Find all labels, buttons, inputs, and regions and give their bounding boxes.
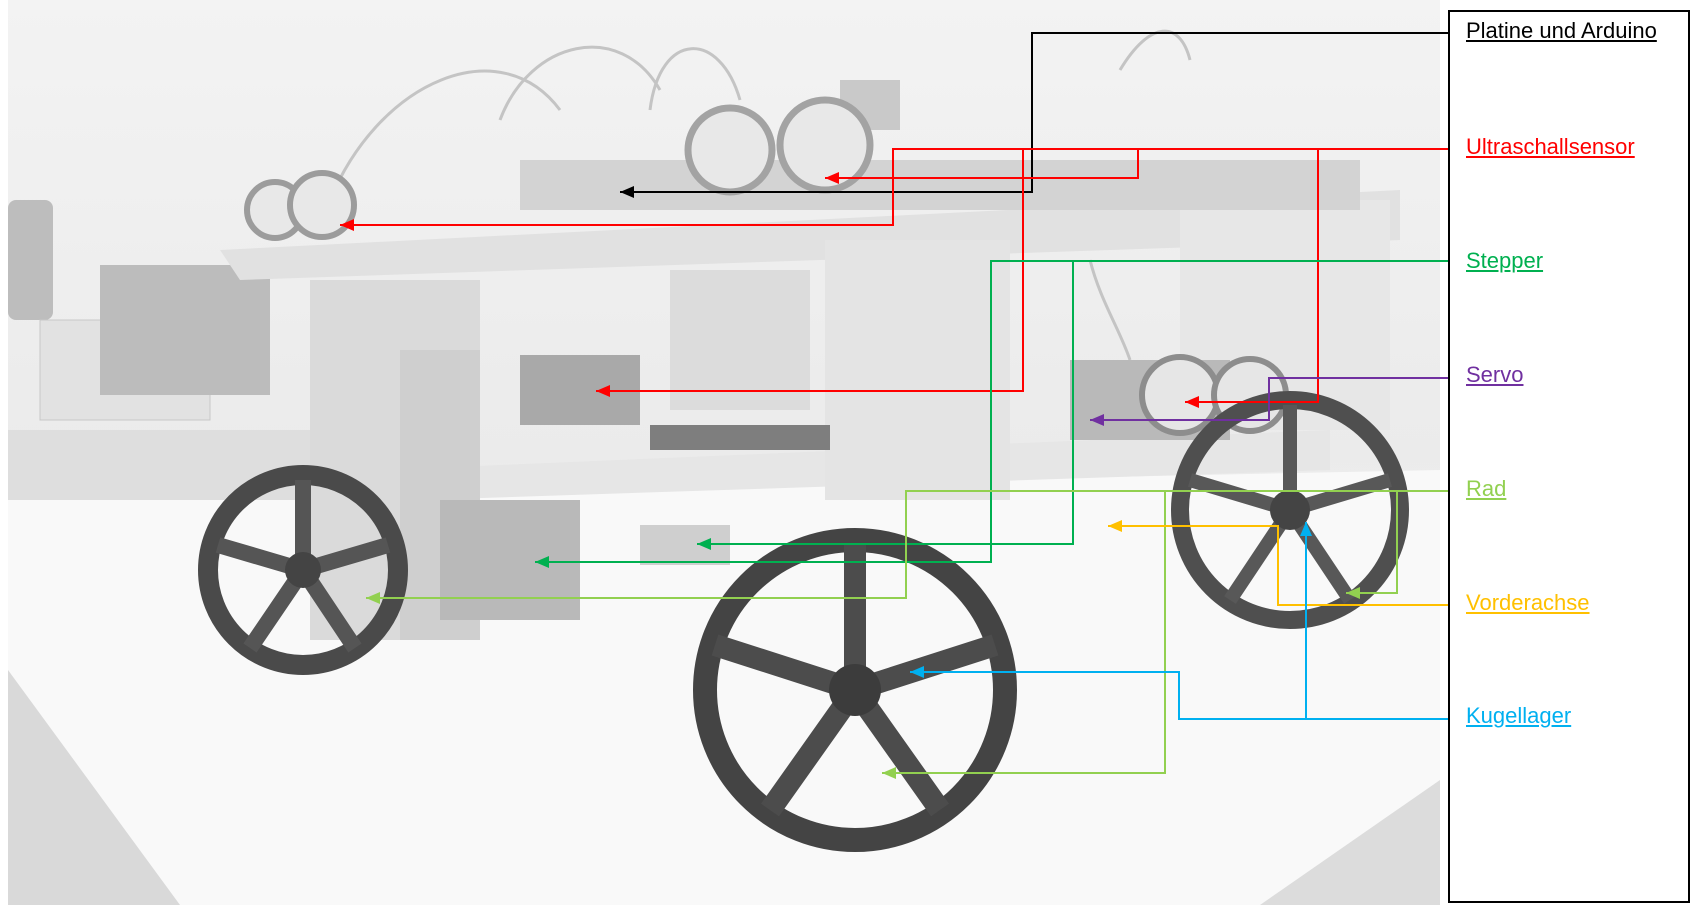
leader-line-rad: [366, 490, 1448, 599]
center-cylinder: [825, 240, 1010, 500]
leader-line-ultraschall: [340, 148, 1448, 226]
robot-car-photo: [8, 0, 1440, 905]
wires: [328, 29, 1192, 361]
wheel-front: [693, 528, 1017, 852]
arrowhead-vorderachse: [1108, 520, 1122, 532]
label-rad: Rad: [1466, 476, 1507, 501]
leader-line-platine: [620, 32, 1448, 193]
leader-line-rad: [882, 490, 1448, 774]
label-stepper: Stepper: [1466, 248, 1544, 273]
arrowhead-servo: [1090, 414, 1104, 426]
wheel-left: [198, 465, 408, 675]
arrowhead-ultraschall: [1185, 396, 1199, 408]
leader-line-ultraschall: [1185, 148, 1448, 403]
wheel-right: [1171, 391, 1409, 629]
leader-line-kugellager: [910, 671, 1448, 720]
background-object: [8, 200, 53, 320]
leader-line-rad: [1346, 490, 1448, 594]
label-ultraschall: Ultraschallsensor: [1466, 134, 1635, 159]
mid-cylinder: [670, 270, 810, 410]
arrowhead-platine: [620, 186, 634, 198]
label-vorderachse: Vorderachse: [1466, 590, 1590, 615]
leader-line-stepper: [535, 260, 1448, 563]
arrowhead-stepper: [697, 538, 711, 550]
arrowhead-stepper: [535, 556, 549, 568]
leader-line-stepper: [697, 260, 1448, 545]
heatsink: [650, 425, 830, 450]
leader-line-ultraschall: [596, 148, 1448, 392]
stepper-motor-left: [440, 500, 580, 620]
arduino-board: [520, 160, 1360, 210]
ultrasonic-sensor-left-b: [287, 170, 357, 240]
arrowhead-ultraschall: [596, 385, 610, 397]
leader-line-kugellager: [1305, 522, 1448, 720]
upper-deck: [220, 190, 1400, 280]
arrowhead-ultraschall: [825, 172, 839, 184]
leader-line-ultraschall: [825, 148, 1448, 179]
arrowhead-rad: [1346, 587, 1360, 599]
table-edge-right: [1260, 780, 1440, 905]
label-servo: Servo: [1466, 362, 1524, 387]
arrowhead-kugellager: [1300, 522, 1312, 536]
leader-line-vorderachse: [1108, 525, 1448, 606]
dark-box: [100, 265, 270, 395]
arrowhead-rad: [366, 592, 380, 604]
label-platine: Platine und Arduino: [1466, 18, 1657, 43]
leader-line-servo: [1090, 377, 1448, 421]
ultrasonic-sensor-top-b: [776, 96, 874, 194]
label-kugellager: Kugellager: [1466, 703, 1572, 728]
legend-box: [1448, 10, 1690, 903]
arrowhead-ultraschall: [340, 219, 354, 231]
arrowhead-rad: [882, 767, 896, 779]
table-edge-left: [8, 670, 180, 905]
arrowhead-kugellager: [910, 666, 924, 678]
